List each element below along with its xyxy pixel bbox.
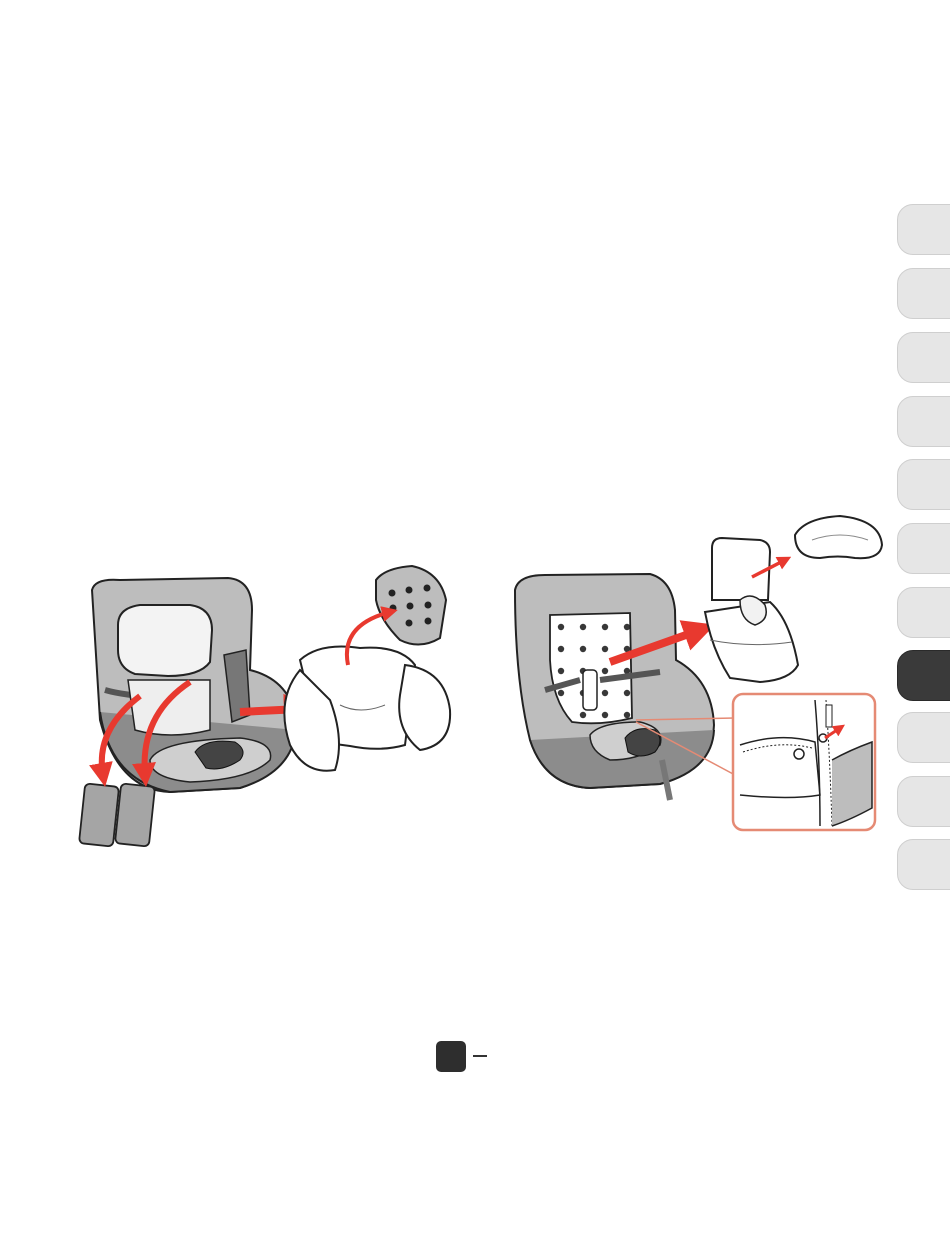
seat-cover-icon bbox=[284, 647, 450, 771]
shoulder-pad-icon bbox=[79, 783, 155, 846]
seat-icon bbox=[92, 578, 296, 792]
cover-removal-left bbox=[79, 566, 450, 847]
page-number-marker bbox=[436, 1041, 466, 1072]
cover-removal-right bbox=[515, 516, 882, 830]
seat-icon bbox=[515, 574, 714, 800]
headrest-pad-icon bbox=[795, 516, 882, 558]
page-dash bbox=[473, 1055, 487, 1057]
head-cushion-icon bbox=[376, 566, 446, 645]
